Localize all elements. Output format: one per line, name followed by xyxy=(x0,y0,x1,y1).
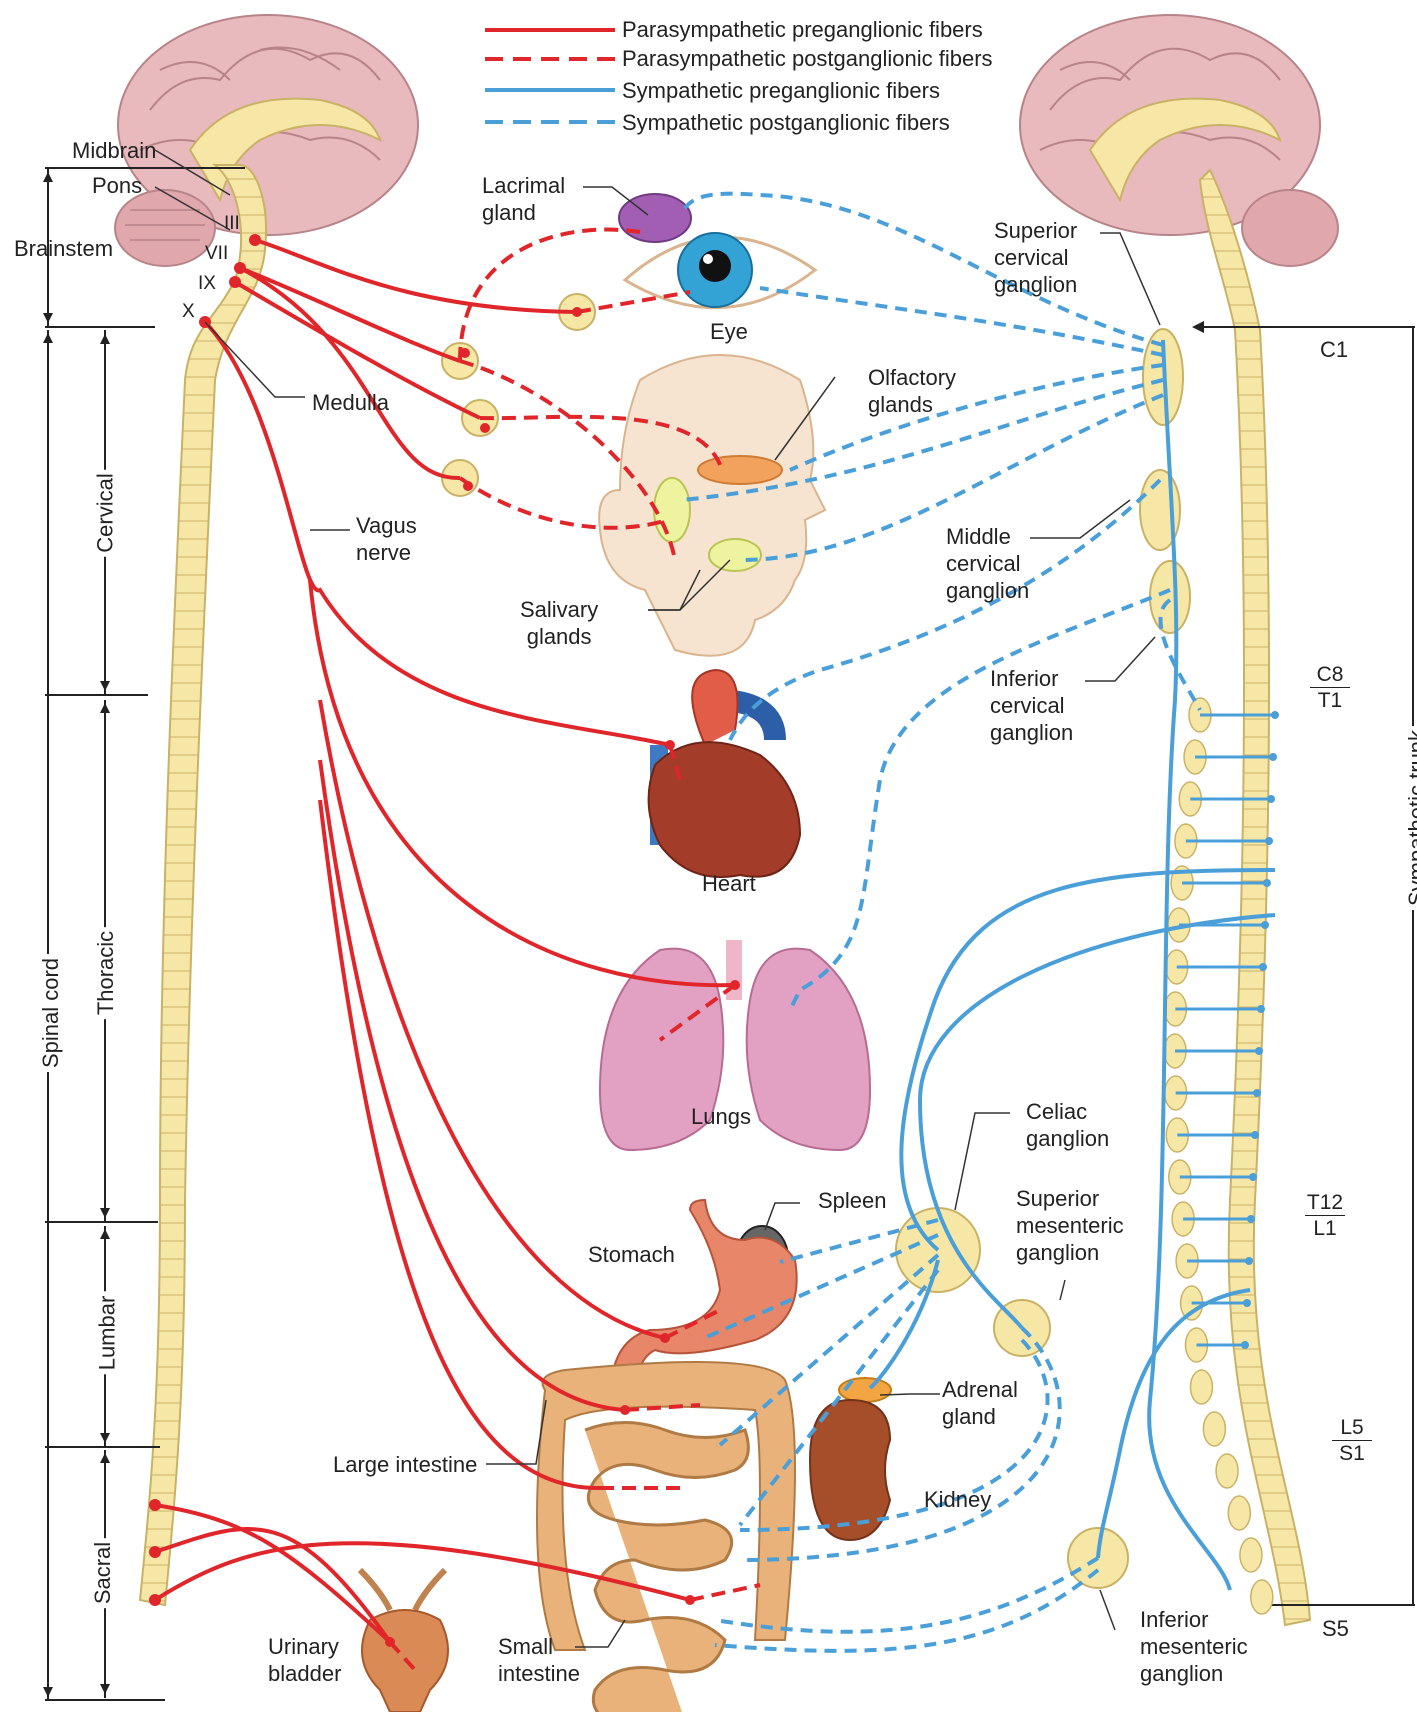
ramus-dot xyxy=(1251,1131,1259,1139)
ramus-dot xyxy=(1243,1299,1251,1307)
brainstem-label: Brainstem xyxy=(14,235,113,262)
nerve-ix-label: IX xyxy=(198,270,216,297)
legend-sym-post: Sympathetic postganglionic fibers xyxy=(622,109,950,136)
segment-s5-label: S5 xyxy=(1322,1615,1349,1642)
lungs-label: Lungs xyxy=(691,1103,751,1130)
ramus-dot xyxy=(1259,963,1267,971)
legend-parasym-post: Parasympathetic postganglionic fibers xyxy=(622,45,993,72)
nerve-iii-label: III xyxy=(224,210,240,237)
pons-label: Pons xyxy=(92,172,142,199)
parasympathetic-ganglia xyxy=(442,294,595,496)
ramus-dot xyxy=(1253,1089,1261,1097)
stomach-label: Stomach xyxy=(588,1241,675,1268)
legend-parasym-pre: Parasympathetic preganglionic fibers xyxy=(622,16,983,43)
ramus-dot xyxy=(1269,753,1277,761)
ramus-dot xyxy=(1267,795,1275,803)
medulla-label: Medulla xyxy=(312,389,389,416)
sympathetic-trunk-label: Sympathetic trunk xyxy=(1404,726,1417,910)
chain-ganglion xyxy=(1251,1580,1273,1614)
face-shape xyxy=(599,355,825,656)
chain-ganglion xyxy=(1216,1454,1238,1488)
segment-c1-label: C1 xyxy=(1320,336,1348,363)
midbrain-label: Midbrain xyxy=(72,137,156,164)
thoracic-label: Thoracic xyxy=(93,927,119,1019)
ramus-dot xyxy=(1257,1005,1265,1013)
right-spinal-cord xyxy=(1200,170,1310,1625)
lumbar-label: Lumbar xyxy=(94,1292,120,1375)
ramus-dot xyxy=(1263,879,1271,887)
heart-shape xyxy=(649,670,800,877)
ramus-dot xyxy=(1255,1047,1263,1055)
cervical-label: Cervical xyxy=(93,469,119,556)
chain-ganglion xyxy=(1228,1496,1250,1530)
sacral-label: Sacral xyxy=(90,1538,116,1608)
nerve-vii-label: VII xyxy=(205,240,228,267)
legend-swatches xyxy=(485,30,615,122)
spinal-cord-label: Spinal cord xyxy=(38,954,64,1072)
ramus-dot xyxy=(1245,1257,1253,1265)
ramus-dot xyxy=(1247,1215,1255,1223)
ramus-dot xyxy=(1271,711,1279,719)
chain-ganglion xyxy=(1203,1412,1225,1446)
chain-ganglion xyxy=(1190,1370,1212,1404)
nerve-x-label: X xyxy=(182,298,195,325)
ramus-dot xyxy=(1241,1341,1249,1349)
urinary-bladder-shape xyxy=(360,1570,448,1712)
left-spinal-cord xyxy=(140,165,266,1605)
ramus-dot xyxy=(1261,921,1269,929)
legend-sym-pre: Sympathetic preganglionic fibers xyxy=(622,77,940,104)
eye-label: Eye xyxy=(710,318,748,345)
heart-label: Heart xyxy=(702,870,756,897)
chain-ganglion xyxy=(1240,1538,1262,1572)
spleen-label: Spleen xyxy=(818,1187,887,1214)
ramus-dot xyxy=(1265,837,1273,845)
kidney-label: Kidney xyxy=(924,1486,991,1513)
ramus-dot xyxy=(1249,1173,1257,1181)
sympathetic-preganglionic-fibers xyxy=(870,340,1275,1590)
large-intestine-label: Large intestine xyxy=(333,1451,477,1478)
